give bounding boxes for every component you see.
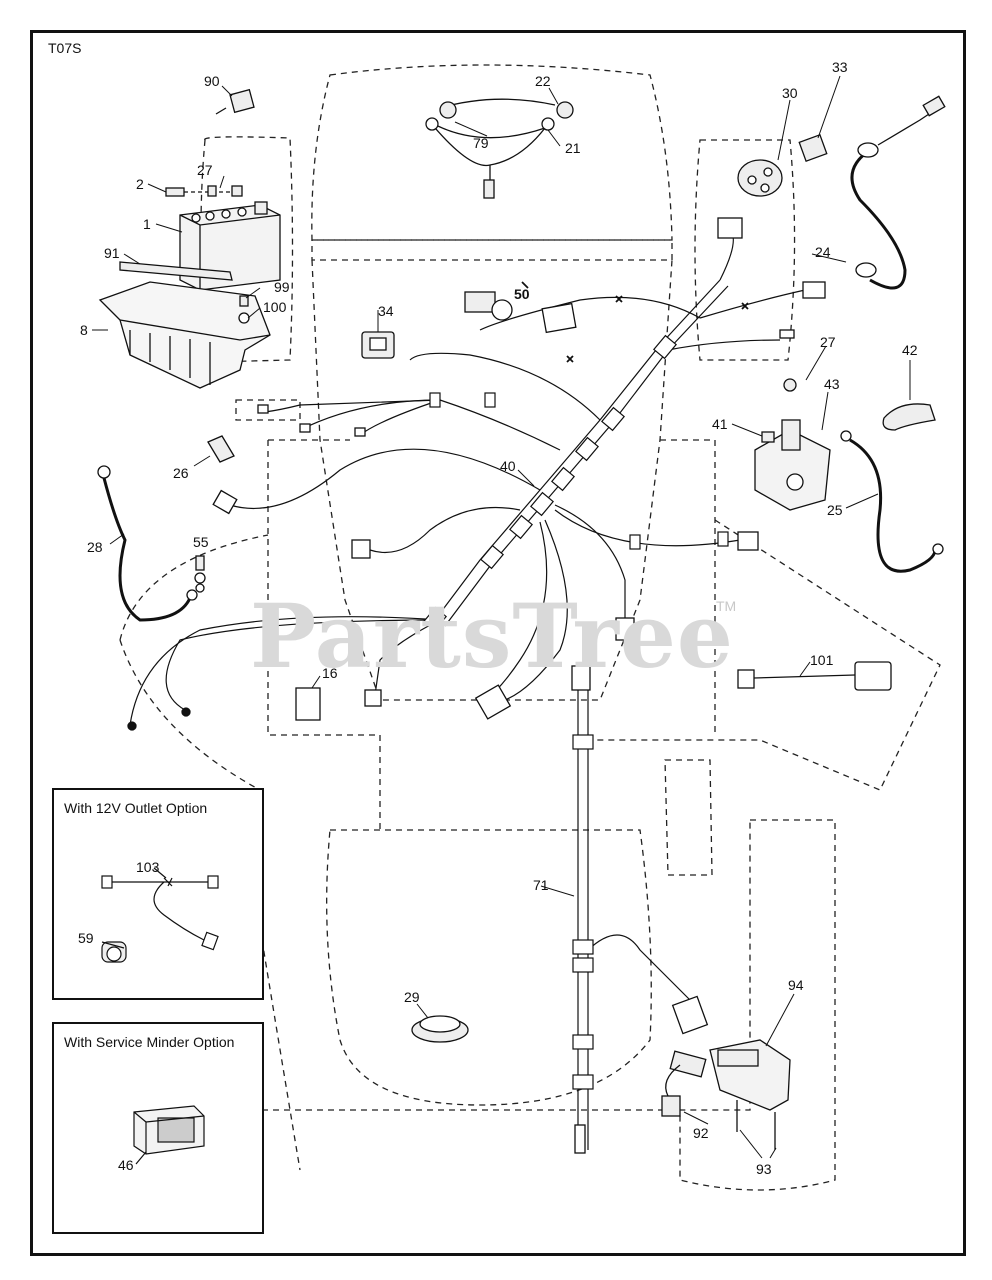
minder-option-box: With Service Minder Option bbox=[52, 1022, 264, 1234]
main-harness bbox=[129, 229, 806, 1150]
callout-34: 34 bbox=[378, 303, 394, 319]
diagram-code: T07S bbox=[48, 40, 82, 56]
callout-25: 25 bbox=[827, 502, 843, 518]
callout-28: 28 bbox=[87, 539, 103, 555]
callout-94: 94 bbox=[788, 977, 804, 993]
callout-46: 46 bbox=[118, 1157, 134, 1173]
callout-71: 71 bbox=[533, 877, 549, 893]
watermark: PartsTree bbox=[250, 584, 734, 688]
minder-option-drawing bbox=[133, 1105, 205, 1165]
callout-50: 50 bbox=[514, 286, 530, 302]
callout-101: 101 bbox=[810, 652, 834, 668]
callout-26: 26 bbox=[173, 465, 189, 481]
callout-90: 90 bbox=[204, 73, 220, 89]
leader-lines bbox=[92, 75, 911, 1159]
callout-103: 103 bbox=[136, 859, 160, 875]
trademark-mark: TM bbox=[716, 598, 737, 614]
callout-55: 55 bbox=[193, 534, 209, 550]
callout-24: 24 bbox=[815, 244, 831, 260]
components bbox=[97, 88, 946, 1150]
callout-79: 79 bbox=[473, 135, 489, 151]
callout-2: 2 bbox=[136, 176, 144, 192]
callout-30: 30 bbox=[782, 85, 798, 101]
outlet-option-box: With 12V Outlet Option bbox=[52, 788, 264, 1000]
callout-33: 33 bbox=[832, 59, 848, 75]
splice-marks bbox=[299, 281, 749, 621]
callout-1: 1 bbox=[143, 216, 151, 232]
callout-99: 99 bbox=[274, 279, 290, 295]
harness-sleeves bbox=[423, 334, 729, 1090]
callout-16: 16 bbox=[322, 665, 338, 681]
callout-42: 42 bbox=[902, 342, 918, 358]
outlet-option-drawing bbox=[101, 867, 219, 963]
callout-93: 93 bbox=[756, 1161, 772, 1177]
connectors bbox=[212, 217, 892, 1154]
callout-92: 92 bbox=[693, 1125, 709, 1141]
callout-27-solenoid: 27 bbox=[820, 334, 836, 350]
callout-40: 40 bbox=[500, 458, 516, 474]
callout-100: 100 bbox=[263, 299, 287, 315]
callout-41: 41 bbox=[712, 416, 728, 432]
callout-27-battery: 27 bbox=[197, 162, 213, 178]
callout-59: 59 bbox=[78, 930, 94, 946]
callout-29: 29 bbox=[404, 989, 420, 1005]
callout-21: 21 bbox=[565, 140, 581, 156]
callout-91: 91 bbox=[104, 245, 120, 261]
callout-8: 8 bbox=[80, 322, 88, 338]
callout-22: 22 bbox=[535, 73, 551, 89]
outlet-option-title: With 12V Outlet Option bbox=[64, 800, 208, 816]
diagram-frame bbox=[30, 30, 966, 1256]
minder-option-title: With Service Minder Option bbox=[64, 1034, 235, 1050]
callout-43: 43 bbox=[824, 376, 840, 392]
